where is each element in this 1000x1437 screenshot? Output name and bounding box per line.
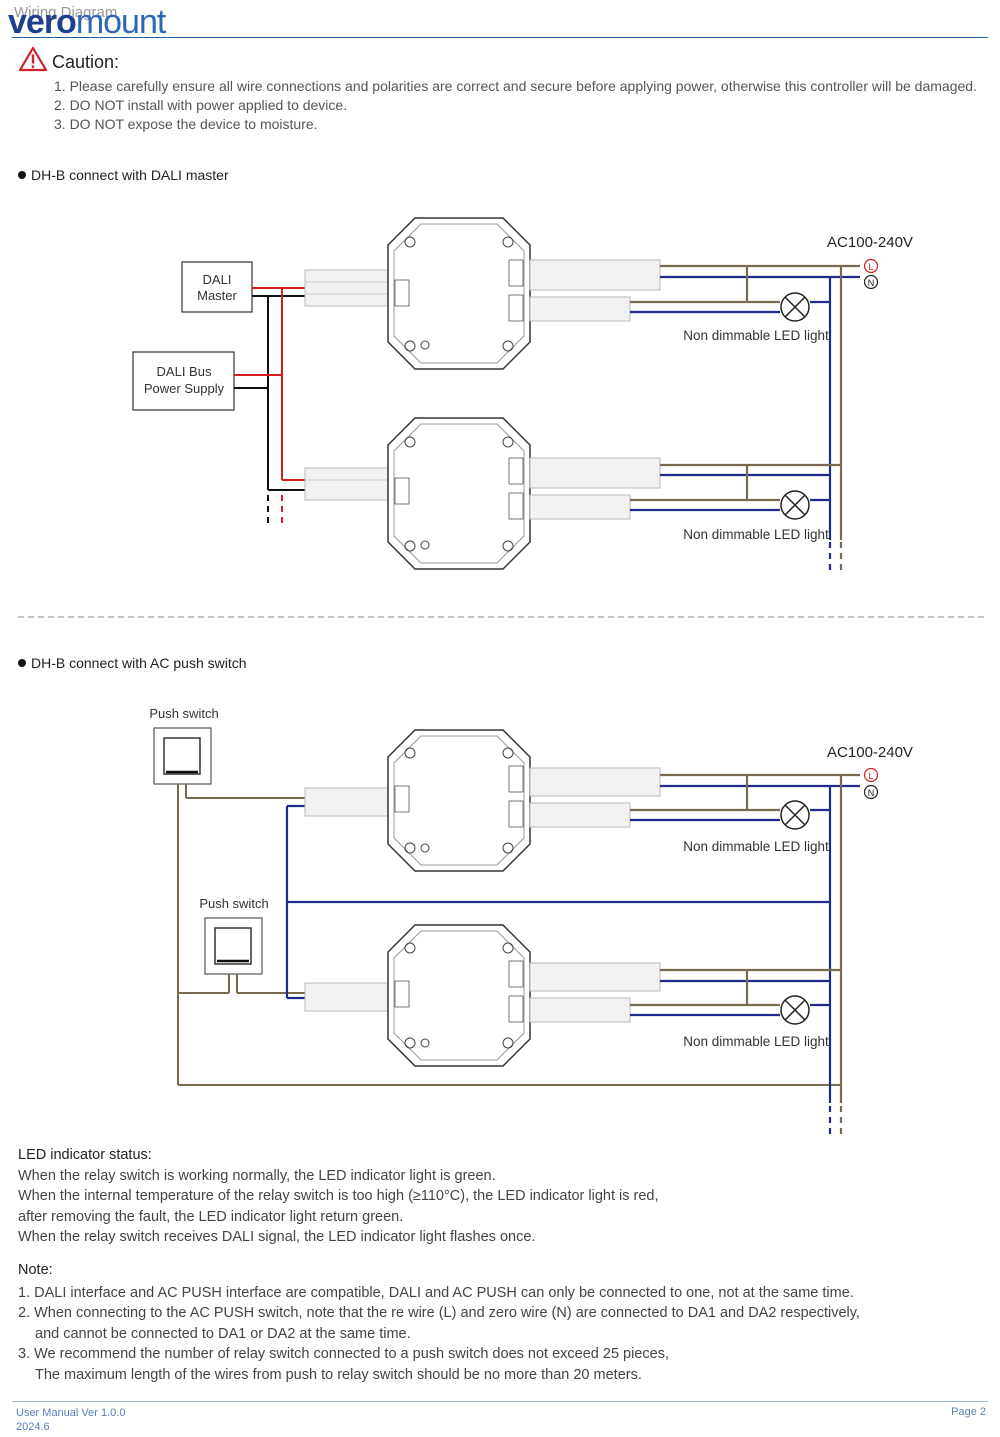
bullet-dot <box>18 171 26 179</box>
note-line: 1. DALI interface and AC PUSH interface … <box>18 1284 854 1301</box>
note-line: 2. When connecting to the AC PUSH switch… <box>18 1305 860 1321</box>
ac-wiring-2 <box>630 773 860 1138</box>
footer-rule <box>12 1401 988 1402</box>
live-terminal-icon <box>863 258 879 274</box>
caution-item: 1. Please carefully ensure all wire conn… <box>54 78 977 94</box>
neutral-terminal-icon <box>863 274 879 290</box>
section-divider <box>18 616 985 618</box>
caution-list: 1. Please carefully ensure all wire conn… <box>54 77 977 134</box>
led-lamp-4 <box>780 995 810 1025</box>
push-switch-label-1: Push switch <box>149 706 218 721</box>
push-switch-label-2: Push switch <box>199 896 268 911</box>
caution-item: 2. DO NOT install with power applied to … <box>54 97 348 113</box>
led-indicator-section: LED indicator status: When the relay swi… <box>18 1145 659 1248</box>
live-terminal-icon <box>863 767 879 783</box>
led-status-line: after removing the fault, the LED indica… <box>18 1208 404 1225</box>
caution-title: Caution: <box>52 52 120 72</box>
dali-master-line1: DALI <box>203 272 232 287</box>
caution-item: 3. DO NOT expose the device to moisture. <box>54 116 318 132</box>
dali-master-box <box>181 261 253 313</box>
note-line: 3. We recommend the number of relay swit… <box>18 1346 669 1362</box>
warning-icon <box>18 46 48 72</box>
page-number: Page 2 <box>951 1406 986 1418</box>
relay-module-2 <box>304 417 661 570</box>
note-title: Note: <box>18 1262 53 1278</box>
footer-date: 2024.6 <box>16 1421 50 1433</box>
note-section: Note: 1. DALI interface and AC PUSH inte… <box>18 1260 860 1385</box>
led-light-label-3: Non dimmable LED light <box>683 839 829 854</box>
led-status-line: When the relay switch receives DALI sign… <box>18 1229 536 1245</box>
push-switch-wiring <box>177 793 841 1086</box>
footer-version: User Manual Ver 1.0.0 <box>16 1407 126 1419</box>
led-status-title: LED indicator status: <box>18 1147 152 1163</box>
bullet-dot <box>18 659 26 667</box>
logo-part-2: mount <box>75 3 166 41</box>
live-terminal-label: L <box>868 771 873 781</box>
push-switch-2 <box>204 917 263 993</box>
diagram-push-switch: DH-B connect with AC push switch Push sw… <box>18 655 913 1138</box>
footer-version-block: User Manual Ver 1.0.0 2024.6 <box>16 1406 125 1434</box>
bus-power-box <box>132 351 235 411</box>
note-line: The maximum length of the wires from pus… <box>35 1366 642 1383</box>
led-lamp-3 <box>780 800 810 830</box>
led-status-line: When the internal temperature of the rel… <box>18 1188 659 1204</box>
ac-voltage-label: AC100-240V <box>827 234 913 251</box>
bus-power-line2: Power Supply <box>144 381 225 396</box>
note-line: and cannot be connected to DA1 or DA2 at… <box>35 1325 411 1342</box>
led-lamp-1 <box>780 292 810 322</box>
relay-module-1 <box>304 217 661 370</box>
bus-power-line1: DALI Bus <box>157 364 212 379</box>
neutral-terminal-label: N <box>868 278 875 288</box>
led-status-line: When the relay switch is working normall… <box>18 1167 496 1184</box>
led-lamp-2 <box>780 490 810 520</box>
push-switch-1 <box>153 727 212 798</box>
section-title: Wiring Diagram <box>14 4 118 21</box>
led-light-label-1: Non dimmable LED light <box>683 328 829 343</box>
header-rule <box>12 37 988 38</box>
live-terminal-label: L <box>868 262 873 272</box>
ac-wiring-1 <box>630 264 860 572</box>
neutral-terminal-icon <box>863 784 879 800</box>
relay-module-3 <box>304 729 661 872</box>
dali-bus-wires <box>234 287 305 525</box>
led-light-label-4: Non dimmable LED light <box>683 1034 829 1049</box>
diagram2-title: DH-B connect with AC push switch <box>31 655 247 671</box>
led-light-label-2: Non dimmable LED light <box>683 527 829 542</box>
diagram-dali-master: DH-B connect with DALI master DALI Maste… <box>18 167 913 572</box>
dali-master-line2: Master <box>197 288 237 303</box>
ac-voltage-label: AC100-240V <box>827 744 913 761</box>
logo-part-1: vero <box>8 3 77 41</box>
brand-logo: veromount <box>8 2 166 42</box>
relay-module-4 <box>304 924 661 1067</box>
neutral-terminal-label: N <box>868 788 875 798</box>
diagram1-title: DH-B connect with DALI master <box>31 167 229 183</box>
